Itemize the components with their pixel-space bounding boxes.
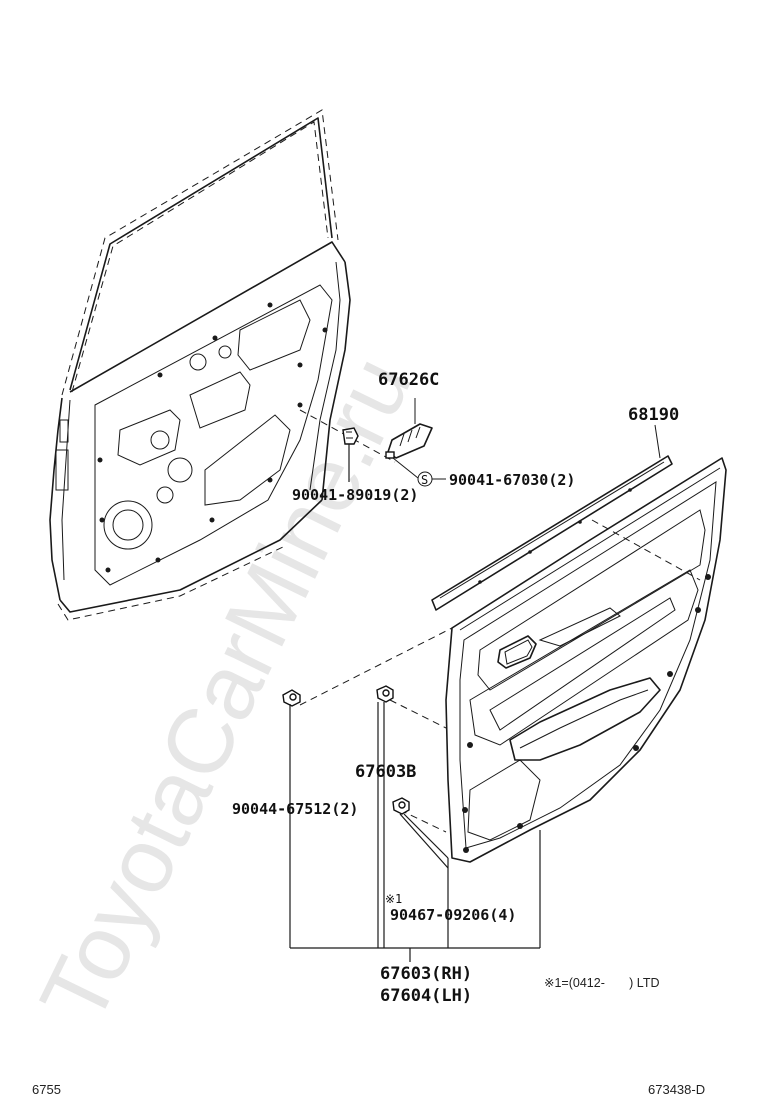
clip-90041-89019[interactable] (342, 427, 359, 445)
label-67603b: 67603B (355, 762, 416, 782)
s-marker: S (421, 473, 428, 487)
label-90041-67030: 90041-67030(2) (449, 471, 575, 489)
label-90041-89019: 90041-89019(2) (292, 486, 418, 504)
weatherstrip-68190[interactable] (431, 455, 673, 611)
watermark: ToyotaCarMine.ru (21, 341, 431, 1038)
door-trim-board[interactable] (445, 457, 727, 863)
clip-90044-67512[interactable] (282, 689, 301, 707)
screw-90041-67030[interactable] (385, 451, 395, 459)
label-67626c: 67626C (378, 370, 439, 390)
clip-90467-09206[interactable] (392, 797, 410, 815)
page-code: 6755 (32, 1082, 61, 1097)
diagram-id: 673438-D (648, 1082, 705, 1097)
clip-67603b[interactable] (376, 685, 394, 703)
label-90044-67512: 90044-67512(2) (232, 800, 358, 818)
label-67603-rh: 67603(RH) (380, 964, 472, 984)
note-marker: ※1 (385, 892, 402, 906)
note-text: ※1=(0412- ) LTD (544, 976, 660, 990)
label-67604-lh: 67604(LH) (380, 986, 472, 1006)
door-shell[interactable] (49, 109, 351, 621)
label-90467-09206: 90467-09206(4) (390, 906, 516, 924)
label-68190: 68190 (628, 405, 679, 425)
